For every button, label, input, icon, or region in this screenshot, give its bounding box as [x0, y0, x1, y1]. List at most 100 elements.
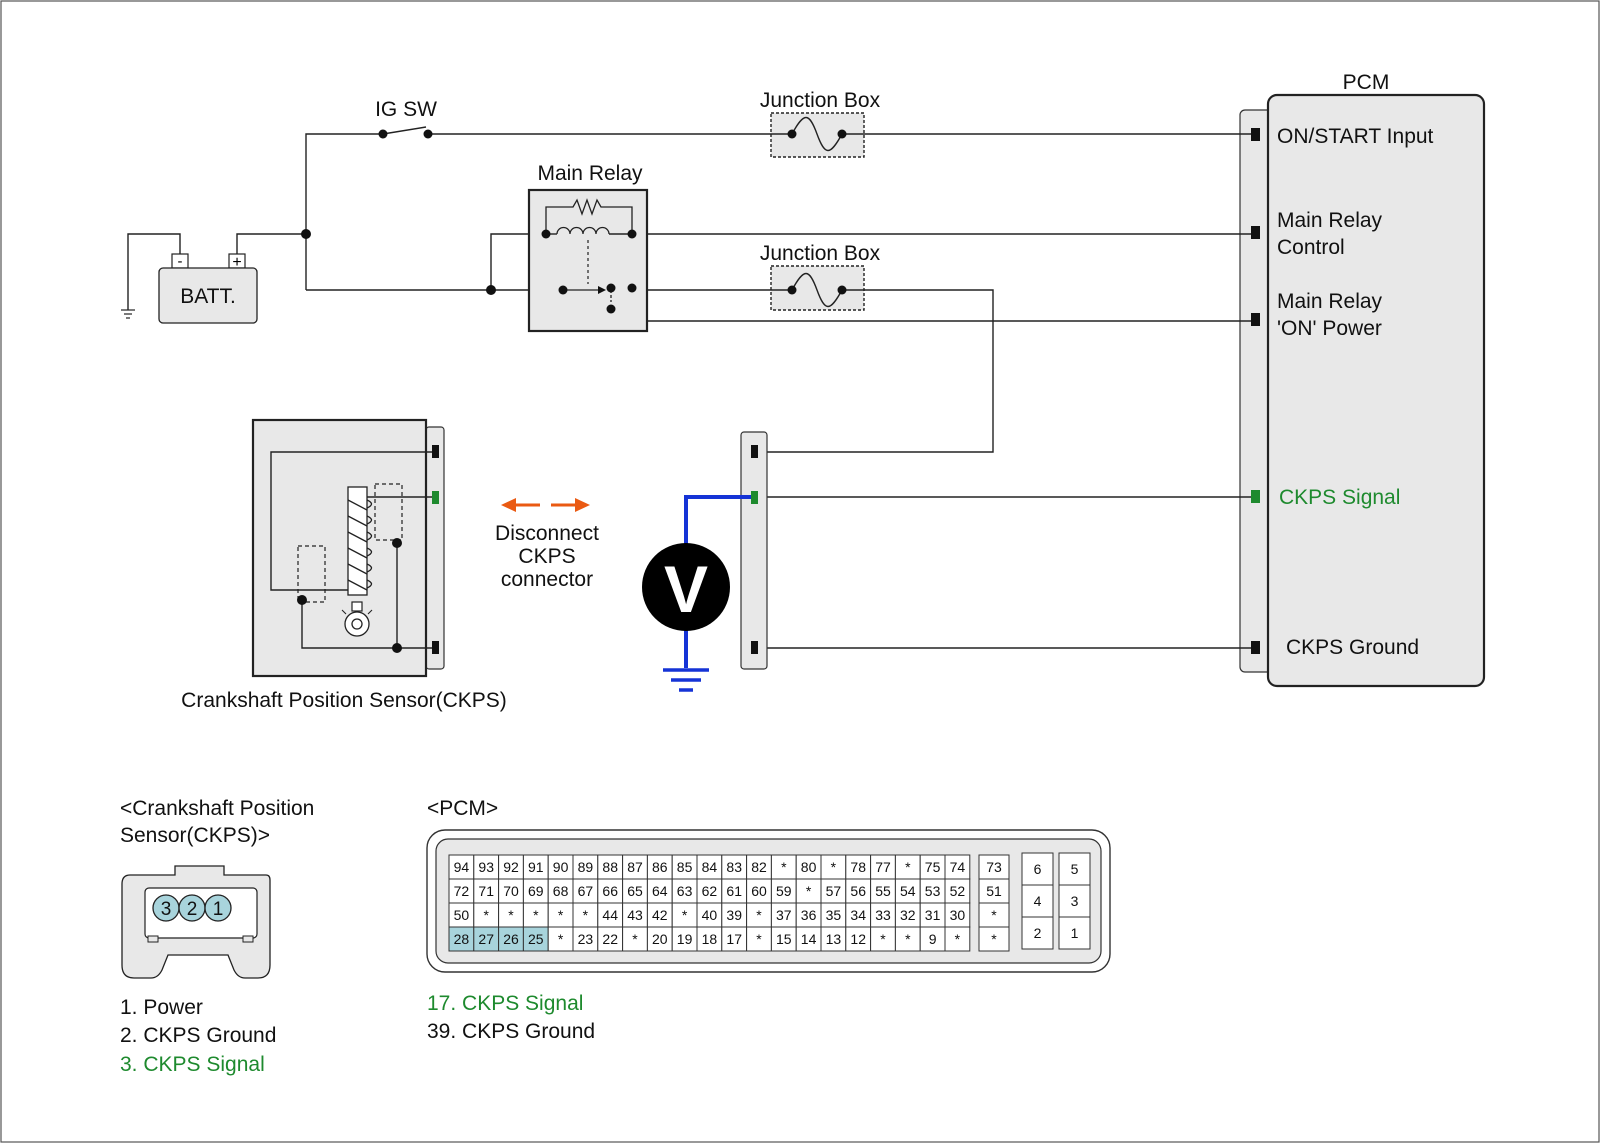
pcm-legend-1: 17. CKPS Signal: [427, 992, 583, 1015]
pcm-block-label: 2: [1034, 925, 1042, 941]
pcm-pin-label: 27: [478, 931, 494, 947]
pcm-pin-cell: [498, 926, 524, 952]
pcm-pin-label: *: [558, 907, 564, 923]
arrow-right-icon: [551, 498, 590, 512]
pcm-pin-cell: [894, 926, 921, 952]
pcm-pin-cell: [671, 878, 698, 904]
pcm-side-cell: [978, 926, 1010, 952]
pcm-pin-label: 9: [929, 931, 937, 947]
pcm-pin-cell: [845, 926, 872, 952]
ckps-coil-icon: [347, 486, 373, 596]
pcm-pin-label: 57: [826, 883, 842, 899]
disconnect-label-1: Disconnect: [495, 522, 599, 545]
pcm-pin-label: *: [558, 931, 564, 947]
pcm-pin-label: 69: [528, 883, 544, 899]
pcm-pin-cell: [870, 926, 896, 952]
pcm-pin-label: 74: [950, 859, 966, 875]
pcm-pin-cell: [547, 902, 574, 928]
battery-label: BATT.: [180, 285, 236, 308]
pcm-pin-label: *: [831, 859, 837, 875]
pcm-pin-label: 32: [900, 907, 916, 923]
pcm-block-cell: [1021, 916, 1054, 950]
pcm-pin-label: 31: [925, 907, 941, 923]
pcm-pin-cell: [547, 878, 574, 904]
pcm-pin-cell: [473, 878, 500, 904]
pcm-pin-on-start: [1251, 128, 1260, 141]
switch-icon: [382, 126, 427, 135]
pcm-pin-label: 72: [454, 883, 470, 899]
pcm-pin-label: 14: [801, 931, 817, 947]
pcm-block-cell: [1058, 916, 1091, 950]
pcm-pin-cell: [721, 878, 748, 904]
pcm-pin-cell: [522, 902, 549, 928]
pcm-pin-cell: [746, 902, 772, 928]
pcm-pin-label: 34: [850, 907, 866, 923]
pcm-pin-label: 75: [925, 859, 941, 875]
fuse-icon: [791, 116, 843, 152]
ckps-sensor: Crankshaft Position Sensor(CKPS): [181, 418, 507, 712]
label-main-relay-on-power-1: Main Relay: [1277, 290, 1383, 313]
pcm-pin-label: 55: [875, 883, 891, 899]
label-on-start-input: ON/START Input: [1277, 125, 1434, 148]
pcm-pin-label: 22: [602, 931, 618, 947]
pcm-pin-label: 71: [478, 883, 494, 899]
pcm-pin-label: 93: [478, 859, 494, 875]
pcm-pin-cell: [522, 926, 549, 952]
pcm-pin-label: *: [756, 907, 762, 923]
pcm-pin-label: 26: [503, 931, 519, 947]
voltmeter-icon: [642, 543, 730, 631]
pcm-side-label: 73: [986, 859, 1002, 875]
pcm-pin-relay-control: [1251, 226, 1260, 239]
pcm-pin-cell: [746, 926, 772, 952]
pcm-pin-label: *: [682, 907, 688, 923]
pcm-pin-relay-power: [1251, 313, 1260, 326]
pcm-pin-label: *: [632, 931, 638, 947]
pcm-pin-cell: [746, 878, 772, 904]
pcm-pin-cell: [597, 926, 624, 952]
harness-connector: [740, 431, 768, 670]
pcm-pin-label: 92: [503, 859, 519, 875]
pcm-pin-label: 67: [578, 883, 594, 899]
pcm-pin-cell: [597, 878, 624, 904]
pcm-pin-label: 17: [726, 931, 742, 947]
relay-coil-icon: [556, 226, 610, 235]
pcm-pin-label: 86: [652, 859, 668, 875]
pcm-pin-cell: [646, 854, 673, 880]
battery-negative-label: -: [178, 253, 183, 270]
ignition-switch: IG SW: [375, 98, 437, 139]
pcm-legend-2: 39. CKPS Ground: [427, 1020, 595, 1043]
pcm-block-label: 1: [1071, 925, 1079, 941]
pcm-pin-cell: [622, 926, 648, 952]
pcm-pin-ckps-ground: [1251, 641, 1260, 654]
pcm-pin-label: 94: [454, 859, 470, 875]
pcm-pin-cell: [944, 878, 971, 904]
pcm-pin-cell: [795, 902, 822, 928]
ground-icon: [663, 668, 709, 692]
pcm-pin-label: 19: [677, 931, 693, 947]
junction-box-2-label: Junction Box: [760, 242, 881, 265]
arrow-left-icon: [501, 498, 540, 512]
pcm-pin-cell: [572, 926, 599, 952]
pcm-pin-label: 68: [553, 883, 569, 899]
disconnect-arrows: Disconnect CKPS connector: [495, 498, 599, 591]
label-main-relay-control-1: Main Relay: [1277, 209, 1383, 232]
pcm-pin-label: 64: [652, 883, 668, 899]
pcm-pin-label: 50: [454, 907, 470, 923]
pcm-pin-cell: [547, 854, 574, 880]
label-main-relay-on-power-2: 'ON' Power: [1277, 317, 1382, 340]
pcm-pin-label: 18: [702, 931, 718, 947]
pcm-pin-label: 65: [627, 883, 643, 899]
pcm-pin-label: 70: [503, 883, 519, 899]
pcm-pin-label: 78: [850, 859, 866, 875]
pcm-pin-label: 12: [850, 931, 866, 947]
fuse-icon: [791, 272, 843, 308]
pcm-pin-label: 62: [702, 883, 718, 899]
pcm-pin-label: 53: [925, 883, 941, 899]
pcm-pin-label: *: [905, 931, 911, 947]
pcm-pin-cell: [870, 878, 896, 904]
pcm-pin-cell: [795, 854, 822, 880]
pcm-pin-cell: [770, 902, 797, 928]
pcm-block-label: 5: [1071, 861, 1079, 877]
junction-box-2: Junction Box: [760, 242, 881, 311]
